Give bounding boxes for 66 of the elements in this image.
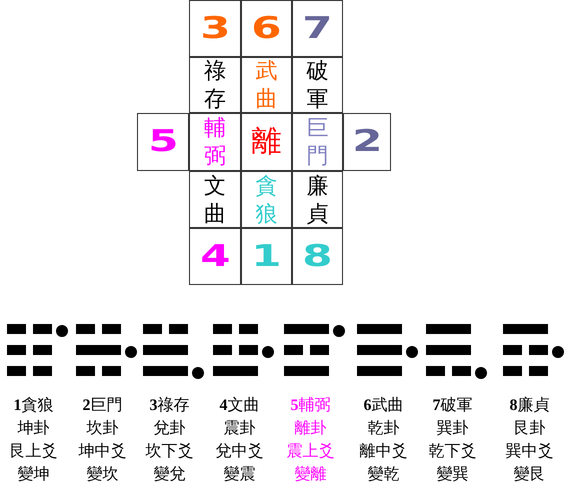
number: 6 [251,14,282,44]
grid-cell [189,0,241,57]
trigram-caption: 1貪狼 [12,396,54,416]
caption-line: 兌卦 [152,419,186,439]
caption-line: 震卦 [222,419,256,439]
grid-cell [189,171,241,228]
caption-line: 變乾 [366,465,400,485]
grid-cell [241,113,292,171]
star-name: 廉貞 [306,172,330,228]
caption-line: 坎下爻 [144,442,194,462]
caption-line: 變坎 [86,465,120,485]
caption-line: 坤中爻 [78,442,128,462]
number: 2 [352,127,382,157]
caption-line: 變巽 [436,465,470,485]
star-name: 破軍 [306,57,330,113]
grid-cell [137,113,189,171]
grid-cell [241,57,292,113]
grid-cell [241,0,292,57]
caption-line: 坤卦 [16,419,50,439]
caption-line: 艮上爻 [8,442,58,462]
caption-line: 變兌 [152,465,186,485]
caption-line: 變震 [222,465,256,485]
number: 3 [200,14,230,44]
grid-cell [292,113,343,171]
number: 8 [302,242,333,272]
caption-line: 變坤 [16,465,50,485]
trigram-name: 離 [252,127,282,157]
star-name: 輔弼 [203,114,227,170]
number: 5 [148,127,178,157]
caption-line: 乾卦 [366,419,400,439]
grid-cell [241,171,292,228]
number: 4 [200,242,230,272]
grid-cell [189,228,241,285]
trigram-caption: 7破軍 [432,396,474,416]
caption-line: 巽卦 [436,419,470,439]
caption-line: 乾下爻 [428,442,478,462]
caption-line: 變離 [294,465,328,485]
star-name: 貪狼 [254,172,278,228]
caption-line: 兌中爻 [214,442,264,462]
caption-line: 變艮 [512,465,546,485]
star-name: 文曲 [203,172,227,228]
trigram-caption: 4文曲 [218,396,260,416]
star-name: 武曲 [254,57,278,113]
trigram-caption: 5輔弼 [290,396,332,416]
grid-cell [241,228,292,285]
caption-line: 坎卦 [86,419,120,439]
grid-cell [343,113,391,171]
grid-cell [292,0,343,57]
grid-cell [189,113,241,171]
caption-line: 離中爻 [358,442,408,462]
number: 7 [302,14,333,44]
star-name: 巨門 [306,114,330,170]
caption-line: 巽中爻 [504,442,554,462]
number: 1 [251,242,282,272]
star-name: 祿存 [203,57,227,113]
trigram-caption: 3祿存 [148,396,190,416]
grid-cell [292,228,343,285]
caption-line: 震上爻 [286,442,336,462]
grid-cell [292,57,343,113]
trigram-caption: 6武曲 [362,396,404,416]
trigram-caption: 8廉貞 [508,396,550,416]
grid-cell [292,171,343,228]
caption-line: 艮卦 [512,419,546,439]
grid-cell [189,57,241,113]
trigram-caption: 2巨門 [82,396,124,416]
caption-line: 離卦 [294,419,328,439]
